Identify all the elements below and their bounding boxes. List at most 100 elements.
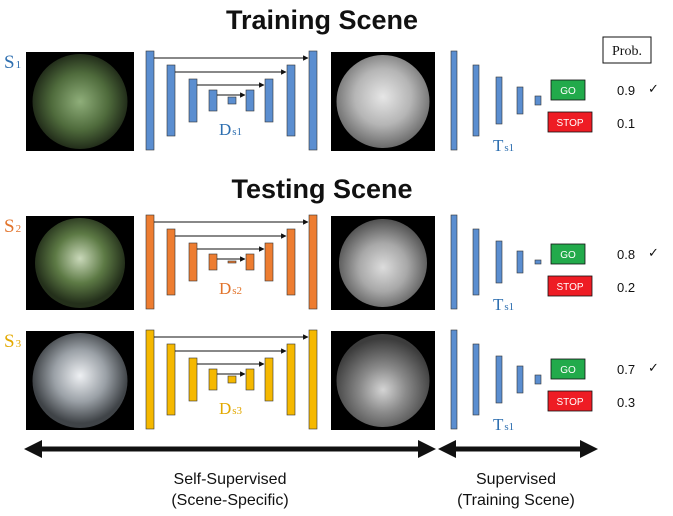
task-label-1-sub: s1: [504, 142, 514, 154]
unet-bar-4: [208, 368, 218, 391]
check-mark-icon: ✓: [648, 82, 659, 97]
go-box: [550, 358, 586, 380]
scene-label-1-sub: 1: [16, 59, 22, 71]
stop-probability: 0.3: [617, 395, 635, 410]
scene-label-2-main: S: [4, 216, 15, 237]
unet-bar-7: [264, 242, 274, 282]
supervised-arrow: [438, 440, 598, 458]
depth-map-output: [339, 219, 427, 307]
task-label-2-main: T: [493, 295, 504, 314]
unet-bar-6: [245, 368, 255, 391]
unet-bar-6: [245, 89, 255, 112]
stop-probability: 0.2: [617, 280, 635, 295]
stop-label: STOP: [556, 118, 583, 129]
stop-probability: 0.1: [617, 116, 635, 131]
decoder-label-3-sub: s3: [232, 405, 242, 417]
unet-bar-3: [188, 242, 198, 282]
stop-label: STOP: [556, 282, 583, 293]
scene-label-3-main: S: [4, 331, 15, 352]
decoder-label-1-main: D: [219, 120, 231, 139]
task-net-bar-4: [516, 86, 524, 115]
task-net-bar-2: [472, 343, 480, 416]
depth-map-output: [336, 334, 430, 427]
unet-bar-8: [286, 343, 296, 416]
self-supervised-label: Self-Supervised: [174, 471, 287, 488]
stop-box: [547, 275, 593, 297]
go-probability: 0.9: [617, 83, 635, 98]
decoder-label-2-sub: s2: [232, 285, 242, 297]
unet-bar-7: [264, 357, 274, 402]
fisheye-input-photo: [35, 218, 125, 308]
unet-bar-5: [227, 375, 237, 384]
unet-bar-9: [308, 214, 318, 310]
task-net-bar-3: [495, 240, 503, 284]
scene-label-1-main: S: [4, 52, 15, 73]
unet-bar-5: [227, 260, 237, 264]
task-label-2-sub: s1: [504, 301, 514, 313]
scene-specific-label: (Scene-Specific): [171, 492, 288, 509]
decoder-label-2: Ds2: [219, 279, 242, 298]
decoder-label-3: Ds3: [219, 399, 243, 418]
task-net-bar-3: [495, 355, 503, 404]
task-net-bar-1: [450, 329, 458, 430]
task-net-bar-2: [472, 64, 480, 137]
scene-label-2: S2: [4, 216, 21, 237]
check-mark-icon: ✓: [648, 361, 659, 376]
training-scene-label: (Training Scene): [457, 492, 575, 509]
unet-bar-9: [308, 50, 318, 151]
task-net-bar-4: [516, 250, 524, 274]
scene-label-1: S1: [4, 52, 21, 73]
task-net-bar-4: [516, 365, 524, 394]
task-net-bar-2: [472, 228, 480, 296]
unet-bar-2: [166, 228, 176, 296]
unet-bar-5: [227, 96, 237, 105]
unet-bar-4: [208, 89, 218, 112]
unet-bar-2: [166, 343, 176, 416]
task-net-bar-5: [534, 95, 542, 106]
task-label-3: Ts1: [493, 415, 514, 434]
go-label: GO: [560, 365, 576, 376]
unet-bar-8: [286, 64, 296, 137]
check-mark-icon: ✓: [648, 246, 659, 261]
task-label-1-main: T: [493, 136, 504, 155]
go-box: [550, 243, 586, 265]
task-net-bar-3: [495, 76, 503, 125]
scene-label-2-sub: 2: [16, 223, 22, 235]
unet-bar-1: [145, 329, 155, 430]
task-net-bar-5: [534, 259, 542, 265]
unet-bar-2: [166, 64, 176, 137]
go-probability: 0.8: [617, 247, 635, 262]
unet-bar-1: [145, 50, 155, 151]
task-label-2: Ts1: [493, 295, 514, 314]
prob-header: Prob.: [612, 44, 642, 59]
self-supervised-arrow: [24, 440, 436, 458]
unet-bar-8: [286, 228, 296, 296]
task-net-bar-1: [450, 214, 458, 310]
fisheye-input-photo: [32, 54, 128, 149]
task-net-bar-1: [450, 50, 458, 151]
decoder-label-1-sub: s1: [232, 126, 242, 138]
depth-map-output: [336, 55, 430, 148]
go-probability: 0.7: [617, 362, 635, 377]
stop-label: STOP: [556, 397, 583, 408]
task-label-3-main: T: [493, 415, 504, 434]
fisheye-input-photo: [32, 333, 128, 428]
decoder-label-1: Ds1: [219, 120, 242, 139]
stop-box: [547, 390, 593, 412]
scene-label-3-sub: 3: [16, 338, 22, 350]
heading-training-scene: Training Scene: [226, 5, 418, 35]
heading-testing-scene: Testing Scene: [231, 174, 412, 204]
decoder-label-3-main: D: [219, 399, 231, 418]
stop-box: [547, 111, 593, 133]
go-label: GO: [560, 250, 576, 261]
unet-bar-9: [308, 329, 318, 430]
go-box: [550, 79, 586, 101]
decoder-label-2-main: D: [219, 279, 231, 298]
unet-bar-4: [208, 253, 218, 271]
unet-bar-3: [188, 357, 198, 402]
unet-bar-6: [245, 253, 255, 271]
